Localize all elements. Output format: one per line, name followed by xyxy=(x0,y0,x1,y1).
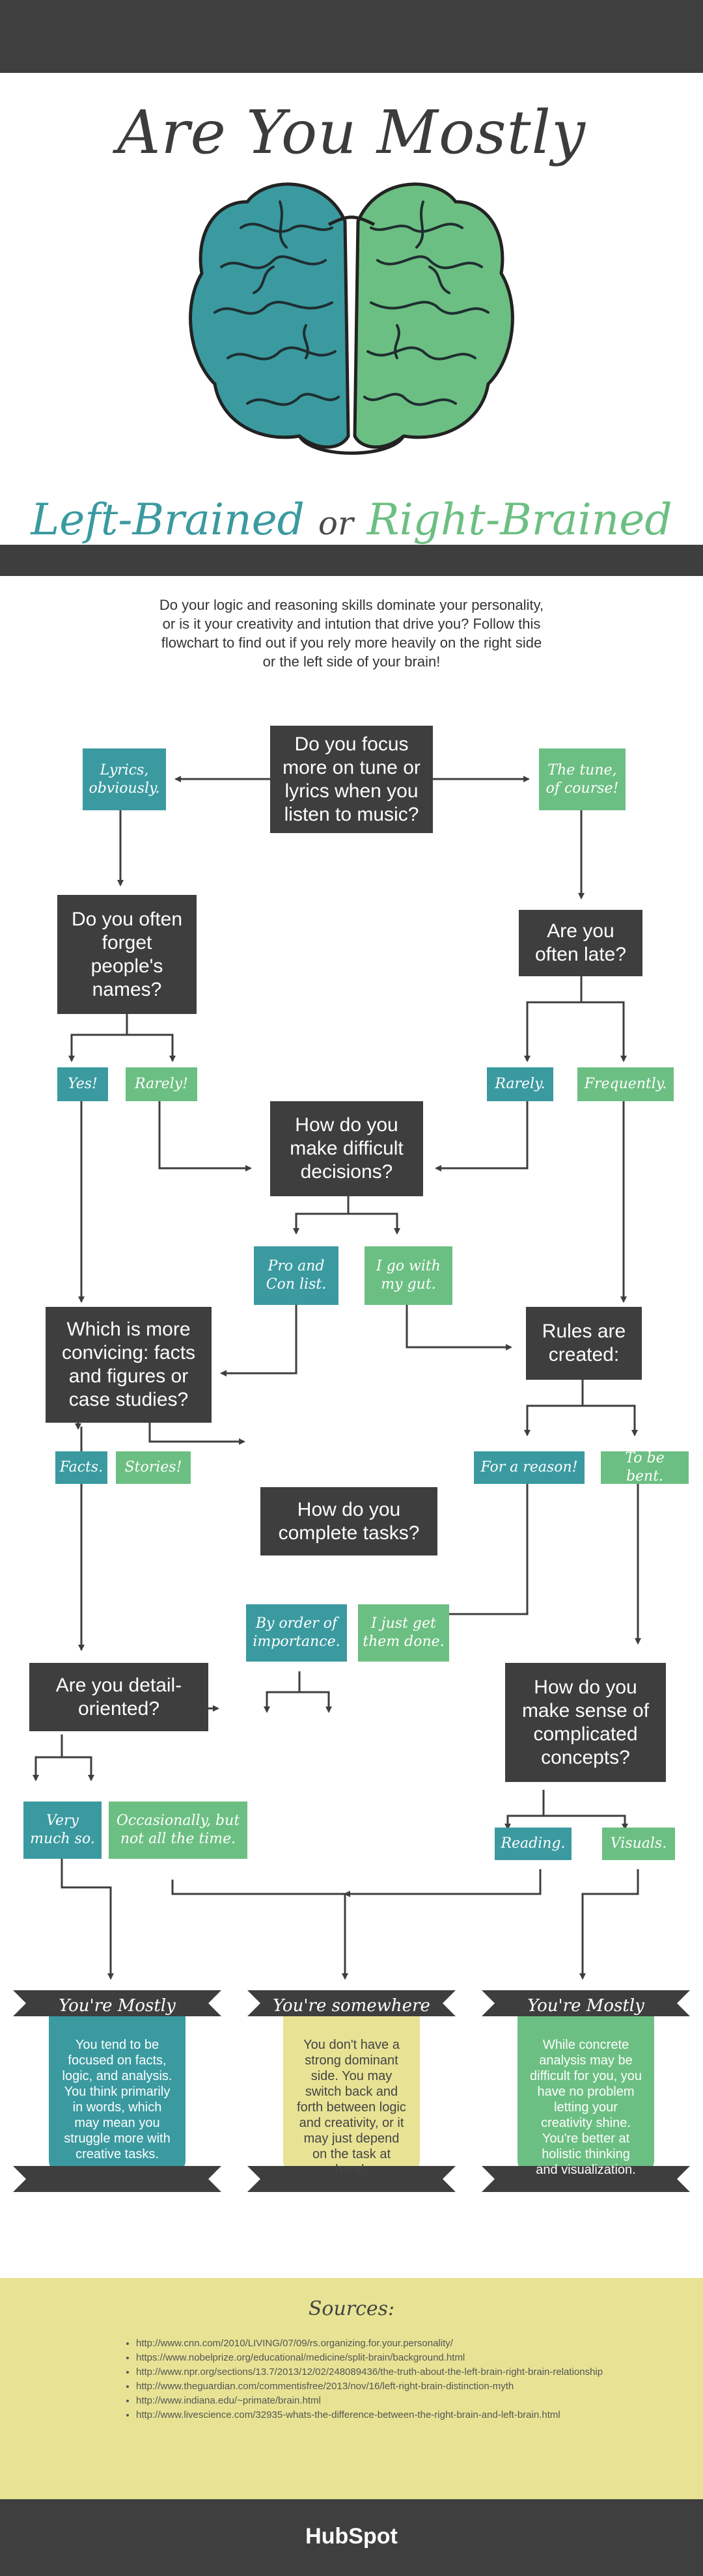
result-left-text: You tend to be focused on facts, logic, … xyxy=(62,2038,172,2161)
sources-list: http://www.cnn.com/2010/LIVING/07/09/rs.… xyxy=(127,2336,605,2422)
result-middle-text: You don't have a strong dominant side. Y… xyxy=(297,2038,406,2177)
hubspot-logo[interactable]: HubSpot xyxy=(305,2524,398,2549)
answer-rarely: Rarely! xyxy=(126,1067,197,1101)
answer-gut: I go with my gut. xyxy=(365,1246,452,1305)
question-concepts: How do you make sense of complicated con… xyxy=(505,1663,666,1782)
footer-bar xyxy=(0,2499,703,2576)
top-bar xyxy=(0,0,703,73)
result-left-top: You're Mostly xyxy=(59,1996,176,2016)
question-music: Do you focus more on tune or lyrics when… xyxy=(270,726,433,833)
question-rules: Rules are created: xyxy=(526,1307,642,1380)
subtitle-left: Left-Brained xyxy=(31,495,305,545)
answer-bent: To be bent. xyxy=(601,1450,689,1485)
source-link[interactable]: http://www.livescience.com/32935-whats-t… xyxy=(136,2408,605,2422)
question-facts: Which is more convicing: facts and figur… xyxy=(46,1307,212,1423)
sources-title: Sources: xyxy=(308,2297,395,2320)
answer-yes: Yes! xyxy=(57,1067,108,1101)
source-link[interactable]: http://www.indiana.edu/~primate/brain.ht… xyxy=(136,2394,605,2408)
answer-done: I just get them done. xyxy=(358,1604,449,1662)
source-link[interactable]: http://www.npr.org/sections/13.7/2013/12… xyxy=(136,2365,605,2379)
page-title: Are You Mostly xyxy=(117,98,586,167)
page-subtitle: Left-Brained or Right-Brained? xyxy=(0,495,703,576)
answer-visuals: Visuals. xyxy=(602,1828,675,1860)
answer-frequently: Frequently. xyxy=(577,1067,674,1101)
result-right-top: You're Mostly xyxy=(527,1996,644,2016)
question-tasks: How do you complete tasks? xyxy=(260,1487,437,1555)
answer-lyrics: Lyrics, obviously. xyxy=(83,748,166,810)
question-decisions: How do you make difficult decisions? xyxy=(270,1101,423,1196)
source-link[interactable]: http://www.cnn.com/2010/LIVING/07/09/rs.… xyxy=(136,2336,605,2351)
subtitle-right: Right-Brained xyxy=(366,495,672,545)
answer-reason: For a reason! xyxy=(474,1451,585,1484)
answer-pro-con: Pro and Con list. xyxy=(254,1246,338,1305)
answer-very-much: Very much so. xyxy=(23,1802,102,1859)
result-middle-top: You're somewhere xyxy=(273,1996,430,2016)
source-link[interactable]: https://www.nobelprize.org/educational/m… xyxy=(136,2351,605,2365)
answer-facts: Facts. xyxy=(55,1451,107,1484)
source-link[interactable]: http://www.theguardian.com/commentisfree… xyxy=(136,2379,605,2394)
brain-illustration xyxy=(189,182,514,455)
sources-panel xyxy=(0,2278,703,2499)
result-left-bottom: Left-Brained xyxy=(63,2191,171,2211)
result-right-text: While concrete analysis may be difficult… xyxy=(530,2038,642,2177)
answer-rarely-2: Rarely. xyxy=(487,1067,553,1101)
question-names: Do you often forget people's names? xyxy=(57,895,197,1014)
result-banners xyxy=(13,1990,690,2192)
subtitle-qmark: ? xyxy=(0,545,703,576)
result-middle-bottom: in between xyxy=(304,2191,399,2211)
answer-occasionally: Occasionally, but not all the time. xyxy=(109,1802,247,1859)
answer-stories: Stories! xyxy=(116,1451,191,1484)
subtitle-or: or xyxy=(318,504,353,542)
question-late: Are you often late? xyxy=(519,910,642,976)
intro-text: Do your logic and reasoning skills domin… xyxy=(159,597,544,670)
question-detail: Are you detail-oriented? xyxy=(29,1663,208,1731)
answer-order: By order of importance. xyxy=(246,1604,347,1662)
answer-tune: The tune, of course! xyxy=(539,748,626,810)
answer-reading: Reading. xyxy=(495,1828,572,1860)
result-right-bottom: Right-Brained xyxy=(525,2191,646,2211)
